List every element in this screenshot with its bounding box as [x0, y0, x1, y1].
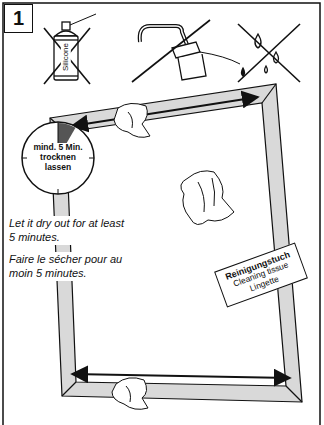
timer-text: mind. 5 Min. trocknen lassen [29, 143, 87, 172]
tick-mark [22, 158, 27, 159]
node-heading: 1 [13, 7, 24, 30]
timer-face [22, 122, 94, 194]
step-number-box: 1 [4, 4, 33, 33]
wipe-arrow [72, 97, 258, 126]
panel-border [3, 3, 320, 425]
scraper-tool [132, 20, 245, 82]
tick-mark [58, 189, 59, 194]
note-text: Let it dry out for at least 5 minutes. [8, 216, 128, 245]
timer-circle: mind. 5 Min. trocknen lassen [20, 120, 96, 196]
water-drops [255, 34, 279, 73]
cleaning-cloth [112, 103, 234, 409]
tick-mark [89, 158, 94, 159]
prohibition-cross [238, 24, 300, 82]
product-name: Silicone [61, 42, 71, 72]
prohibition-cross [44, 28, 90, 84]
note-text: Faire le sécher pour au moin 5 minutes. [8, 252, 128, 281]
wipe-arrow [72, 374, 290, 378]
